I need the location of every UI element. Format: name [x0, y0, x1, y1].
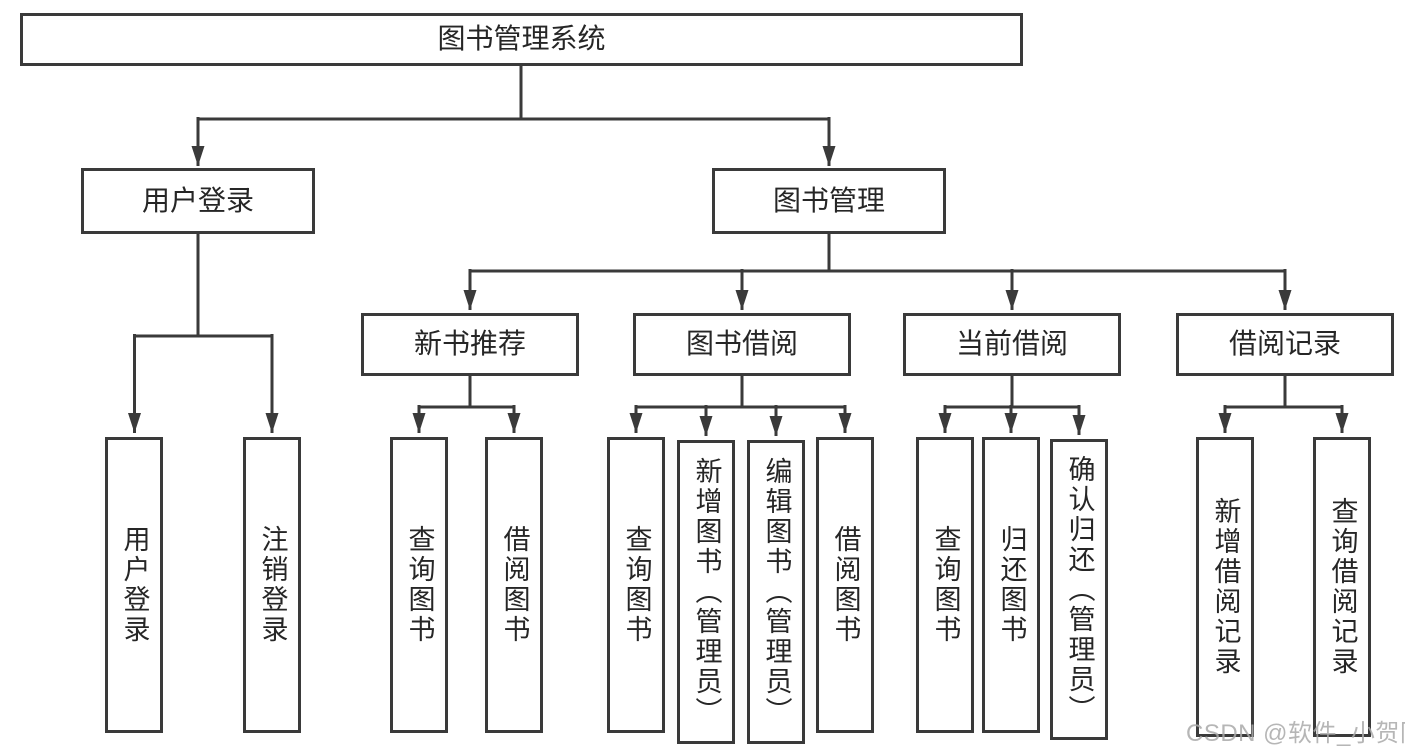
node-book-management: 图书管理 [712, 168, 946, 234]
leaf-return-books: 归还图书 [982, 437, 1040, 733]
node-book-borrowing: 图书借阅 [633, 313, 851, 376]
watermark: CSDN @软件_小贺同学 [1186, 720, 1405, 747]
leaf-borrow-books-under-new-book: 借阅图书 [485, 437, 543, 733]
node-current-borrowing: 当前借阅 [903, 313, 1121, 376]
leaf-query-books-under-borrowing: 查询图书 [607, 437, 665, 733]
leaf-query-borrow-record: 查询借阅记录 [1313, 437, 1371, 737]
leaf-edit-book-admin: 编辑图书（管理员） [747, 440, 805, 744]
leaf-confirm-return-admin: 确认归还（管理员） [1050, 439, 1108, 740]
leaf-query-books-under-current: 查询图书 [916, 437, 974, 733]
leaf-add-book-admin: 新增图书（管理员） [677, 440, 735, 744]
leaf-borrow-books-under-borrowing: 借阅图书 [816, 437, 874, 733]
leaf-add-borrow-record: 新增借阅记录 [1196, 437, 1254, 737]
node-user-login: 用户登录 [81, 168, 315, 234]
node-library-management-system: 图书管理系统 [20, 13, 1023, 66]
leaf-query-books-under-new-book: 查询图书 [390, 437, 448, 733]
leaf-logout: 注销登录 [243, 437, 301, 733]
leaf-user-login: 用户登录 [105, 437, 163, 733]
node-borrowing-records: 借阅记录 [1176, 313, 1394, 376]
node-new-book-recommend: 新书推荐 [361, 313, 579, 376]
